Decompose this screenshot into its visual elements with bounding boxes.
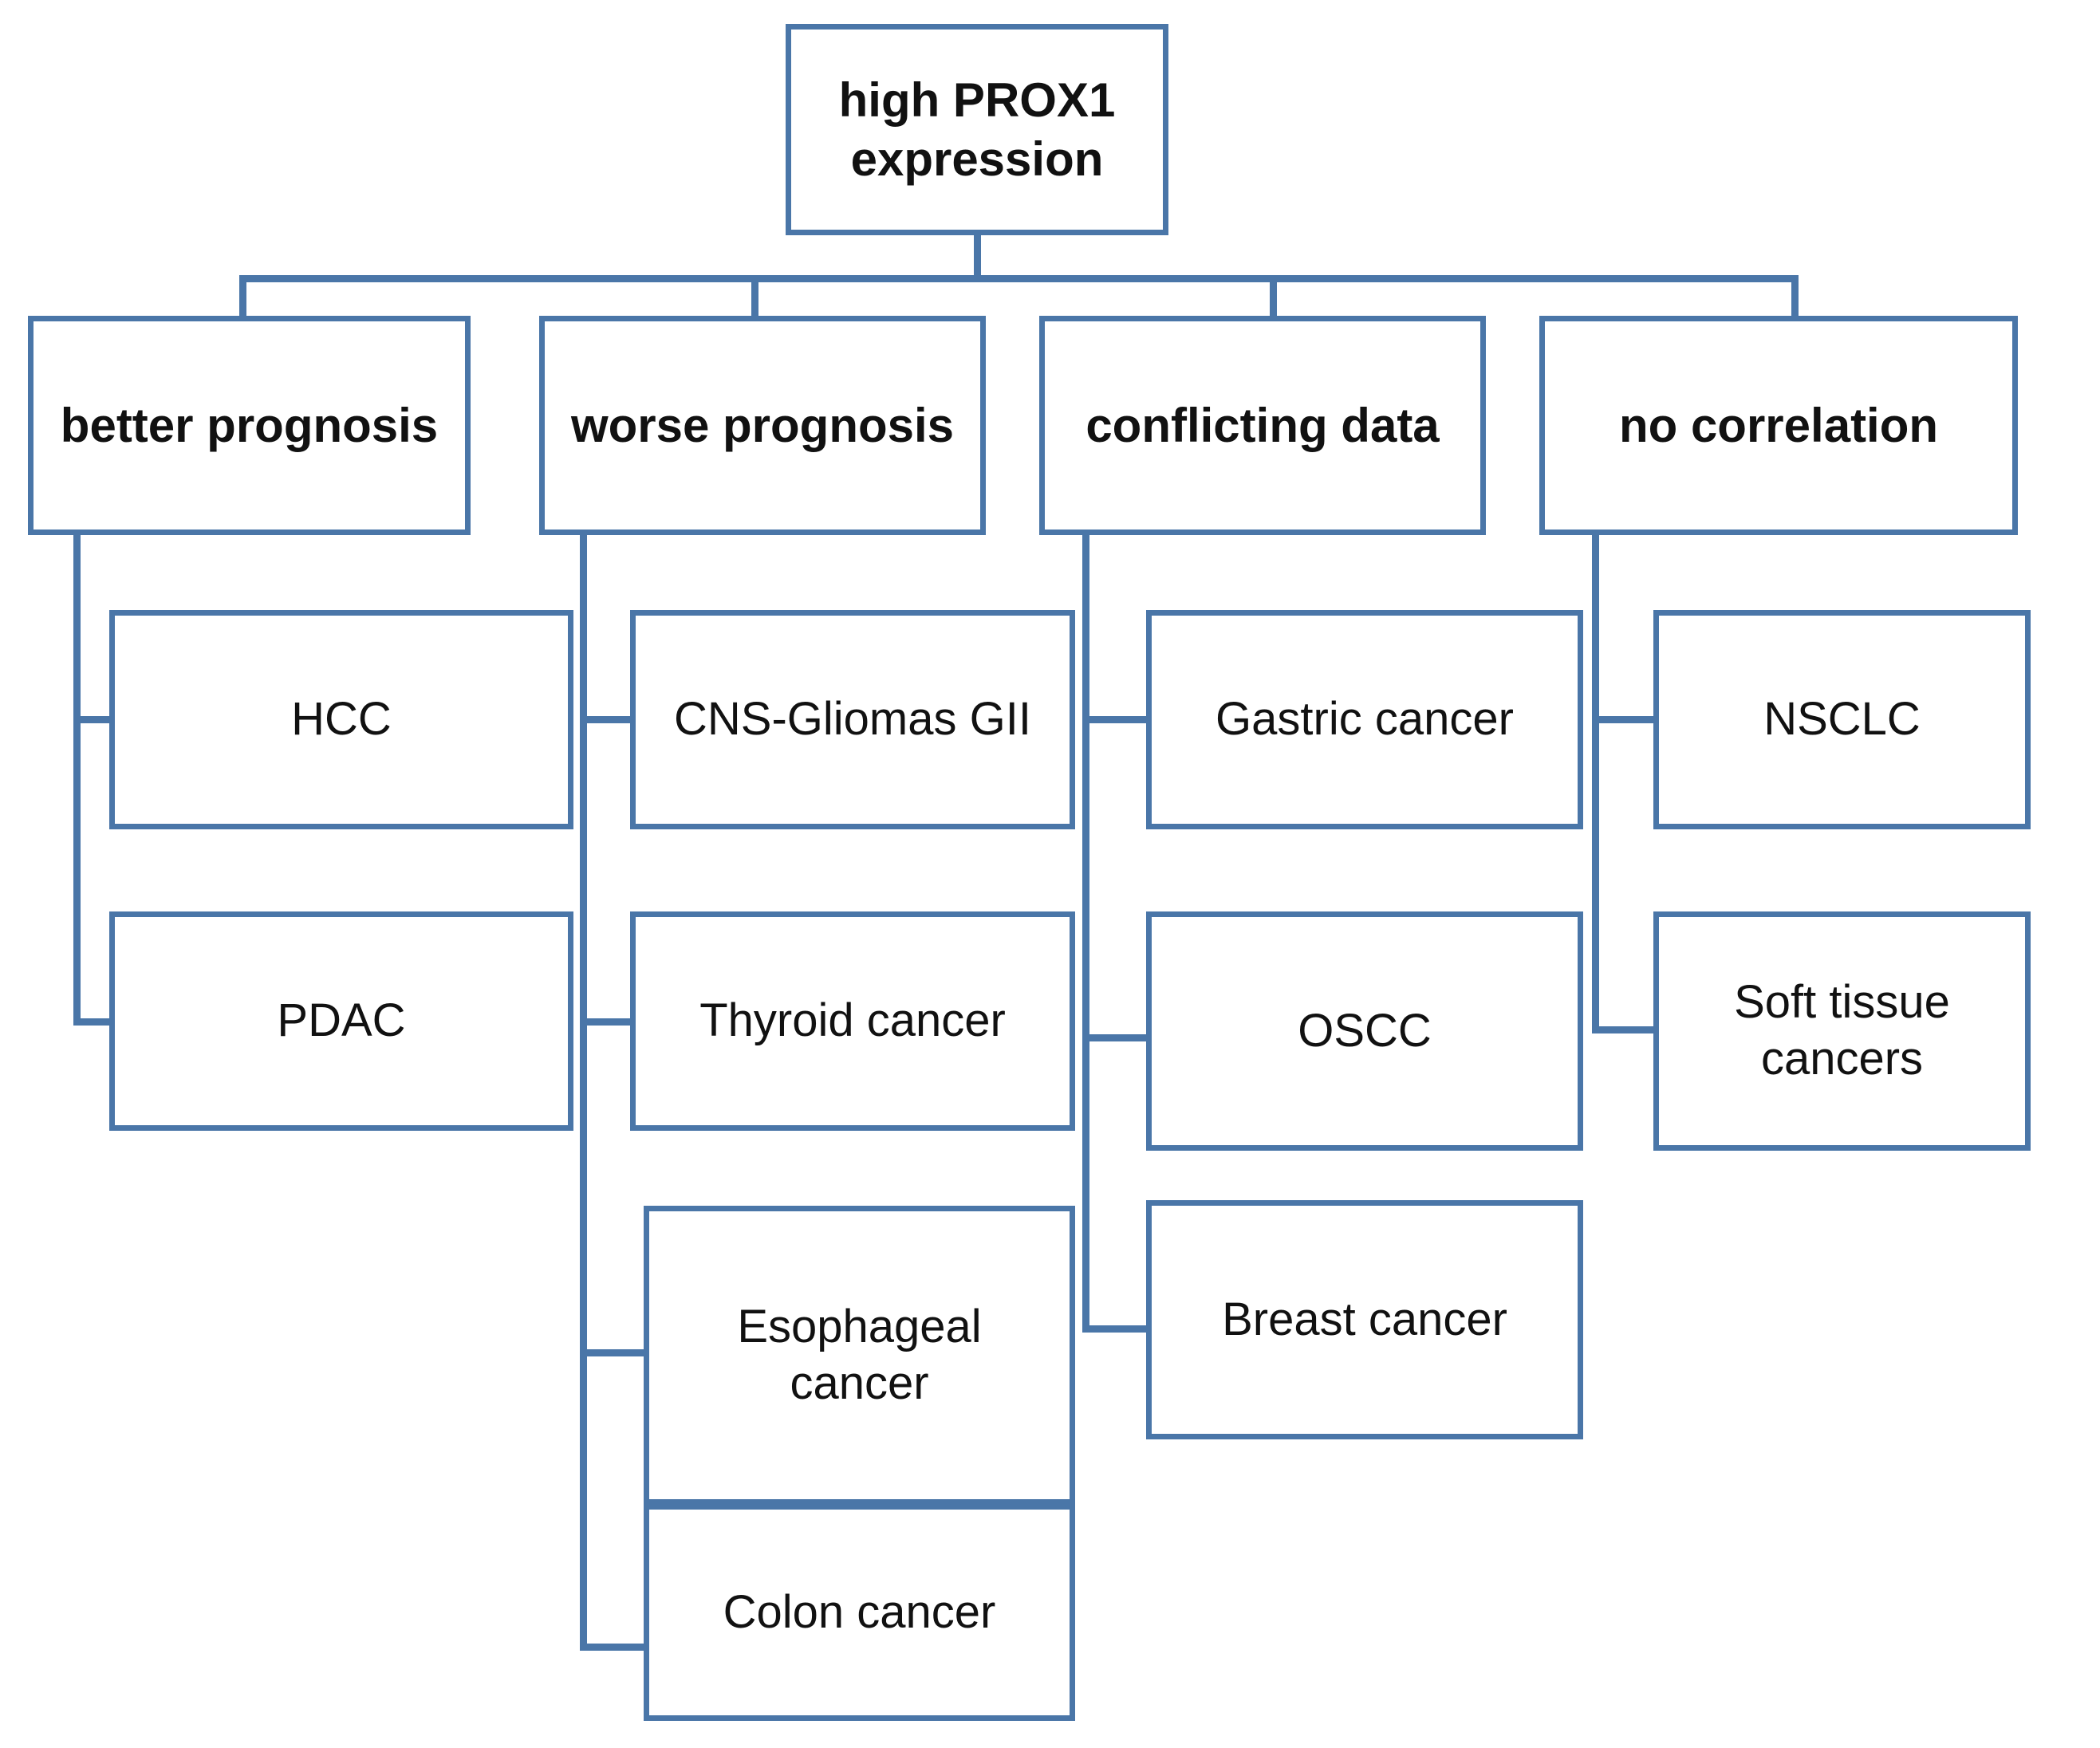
node-label: CNS-Gliomas GII: [674, 693, 1031, 746]
node-high-prox1-expression[interactable]: high PROX1 expression: [786, 24, 1168, 235]
node-oscc[interactable]: OSCC: [1146, 911, 1583, 1151]
node-label-line-2: expression: [850, 132, 1104, 186]
node-label: Breast cancer: [1222, 1293, 1507, 1345]
connector-branch-gastric-cancer: [1082, 716, 1148, 723]
connector-branch-breast-cancer: [1082, 1325, 1148, 1333]
node-label: conflicting data: [1085, 398, 1440, 452]
node-label: NSCLC: [1763, 693, 1921, 746]
node-label: OSCC: [1298, 1004, 1432, 1057]
node-pdac[interactable]: PDAC: [109, 911, 573, 1131]
node-worse-prognosis[interactable]: worse prognosis: [539, 316, 986, 535]
node-label: high PROX1 expression: [839, 71, 1116, 187]
connector-branch-soft-tissue-cancers: [1592, 1026, 1656, 1033]
connector-drop-no-correlation: [1791, 275, 1799, 317]
node-label: Soft tissue cancers: [1734, 974, 1950, 1088]
node-colon-cancer[interactable]: Colon cancer: [644, 1504, 1075, 1721]
node-nsclc[interactable]: NSCLC: [1653, 610, 2031, 829]
node-label: no correlation: [1618, 398, 1939, 452]
node-label: Colon cancer: [723, 1585, 996, 1638]
connector-root-stem: [974, 235, 981, 281]
connector-branch-colon-cancer: [580, 1644, 644, 1651]
node-label-line-1: high PROX1: [838, 73, 1116, 128]
connector-drop-worse-prognosis: [751, 275, 758, 317]
connector-branch-nsclc: [1592, 716, 1656, 723]
node-hcc[interactable]: HCC: [109, 610, 573, 829]
node-label: Esophageal cancer: [737, 1299, 981, 1412]
node-breast-cancer[interactable]: Breast cancer: [1146, 1200, 1583, 1439]
node-no-correlation[interactable]: no correlation: [1539, 316, 2018, 535]
connector-drop-better-prognosis: [239, 275, 246, 317]
node-label-line-1: Esophageal: [737, 1300, 982, 1352]
connector-spine-no-correlation: [1592, 535, 1599, 1033]
node-label-line-2: cancer: [790, 1356, 929, 1409]
node-better-prognosis[interactable]: better prognosis: [28, 316, 471, 535]
connector-branch-esophageal-cancer: [580, 1349, 644, 1356]
node-label: worse prognosis: [570, 398, 955, 452]
node-label-line-1: Soft tissue: [1734, 976, 1950, 1029]
connector-branch-cns-gliomas-gii: [580, 716, 632, 723]
connector-spine-conflicting-data: [1082, 535, 1089, 1333]
connector-branch-pdac: [73, 1018, 113, 1026]
connector-spine-worse-prognosis: [580, 535, 587, 1651]
node-conflicting-data[interactable]: conflicting data: [1039, 316, 1486, 535]
node-gastric-cancer[interactable]: Gastric cancer: [1146, 610, 1583, 829]
node-esophageal-cancer[interactable]: Esophageal cancer: [644, 1206, 1075, 1505]
connector-drop-conflicting-data: [1270, 275, 1277, 317]
node-thyroid-cancer[interactable]: Thyroid cancer: [630, 911, 1075, 1131]
node-label: better prognosis: [60, 398, 439, 452]
node-label: PDAC: [277, 994, 406, 1047]
connector-branch-hcc: [73, 716, 113, 723]
connector-branch-oscc: [1082, 1034, 1148, 1041]
node-cns-gliomas-gii[interactable]: CNS-Gliomas GII: [630, 610, 1075, 829]
node-label: Thyroid cancer: [699, 994, 1006, 1047]
node-label-line-2: cancers: [1760, 1033, 1924, 1085]
node-soft-tissue-cancers[interactable]: Soft tissue cancers: [1653, 911, 2031, 1151]
connector-distribution-bar: [239, 275, 1799, 282]
connector-spine-better-prognosis: [73, 535, 81, 1026]
node-label: Gastric cancer: [1215, 693, 1514, 746]
node-label: HCC: [291, 693, 392, 746]
connector-branch-thyroid-cancer: [580, 1018, 632, 1026]
